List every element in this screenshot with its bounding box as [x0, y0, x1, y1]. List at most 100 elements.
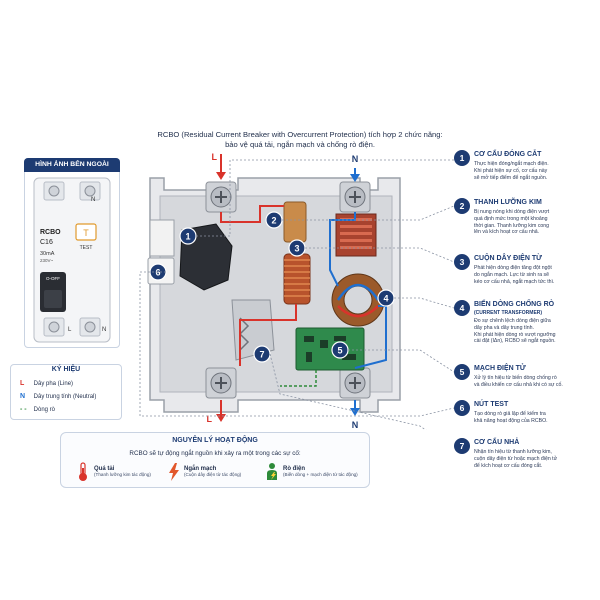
- component-item-5: 5 MẠCH ĐIỆN TỬ Xử lý tín hiệu từ biến dò…: [454, 364, 594, 394]
- component-1-desc: Thực hiện đóng/ngắt mạch điện. Khi phát …: [474, 161, 549, 181]
- current-transformer-core: [343, 285, 373, 315]
- component-1-number: 1: [454, 150, 470, 166]
- component-7-desc: Nhận tín hiệu từ thanh lưỡng kim, cuộn d…: [474, 449, 558, 469]
- side-lever-housing: [149, 219, 175, 257]
- internal-diagram: L N L N: [139, 152, 454, 430]
- principle-item-leakage: Rò điện (Biến dòng + mạch điện tử tác độ…: [283, 466, 358, 477]
- component-3-number: 3: [454, 254, 470, 270]
- external-n-top-label: N: [91, 197, 95, 203]
- component-6-title: NÚT TEST: [474, 401, 509, 408]
- intro-line-1: RCBO (Residual Current Breaker with Over…: [157, 130, 443, 139]
- callout-3: 3: [288, 239, 306, 257]
- bimetal-strip: [283, 201, 307, 243]
- component-2-title: THANH LƯỠNG KIM: [474, 199, 542, 206]
- callout-6-label: 6: [155, 268, 160, 278]
- legend-panel: [10, 364, 122, 420]
- legend-text-neutral: Dây trung tính (Neutral): [33, 394, 97, 400]
- callout-2-label: 2: [271, 216, 276, 226]
- external-test-symbol: T: [83, 228, 89, 238]
- external-l-bottom-label: L: [68, 327, 72, 333]
- principle-leak-name: Rò điện: [283, 466, 305, 472]
- line-wire-ct: [337, 305, 379, 318]
- external-rating: C16: [40, 239, 53, 246]
- component-4-subtitle: (CURRENT TRANSFORMER): [474, 310, 543, 316]
- external-voltage: 230V~: [40, 258, 54, 263]
- diagram-n-top: N: [352, 154, 359, 164]
- callout-5: 5: [331, 341, 349, 359]
- screw-bottom-l: [48, 321, 60, 333]
- external-n-bottom-label: N: [102, 327, 106, 333]
- callout-1-label: 1: [185, 232, 190, 242]
- callout-2: 2: [265, 211, 283, 229]
- legend-item-line: L Dây pha (Line): [20, 380, 73, 387]
- principle-overload-sub: (Thanh lưỡng kim tác động): [94, 472, 151, 477]
- component-3-title: CUỘN DÂY ĐIỆN TỪ: [474, 255, 542, 262]
- component-item-7: 7 CƠ CẤU NHẢ Nhận tín hiệu từ thanh lưỡn…: [454, 438, 594, 478]
- component-item-6: 6 NÚT TEST Tạo dòng rò giả lập để kiểm t…: [454, 400, 594, 430]
- legend-item-neutral: N Dây trung tính (Neutral): [20, 393, 96, 400]
- legend-text-leak: Dòng rò: [33, 407, 56, 413]
- line-wire-bottom: [239, 304, 297, 366]
- intro-text: RCBO (Residual Current Breaker with Over…: [120, 130, 480, 150]
- component-item-1: 1 CƠ CẤU ĐÓNG CẮT Thực hiện đóng/ngắt mạ…: [454, 150, 594, 190]
- callout-7-label: 7: [259, 350, 264, 360]
- callout-7: 7: [253, 345, 271, 363]
- external-off-label: O-OFF: [46, 276, 60, 281]
- person-shock-icon: [267, 463, 277, 480]
- component-3-desc: Phát hiện dòng điện tăng đột ngột do ngắ…: [474, 265, 555, 285]
- callout-4-label: 4: [383, 294, 388, 304]
- intro-line-2: bảo vệ quá tải, ngắn mạch và chống rò đi…: [225, 140, 375, 149]
- component-5-title: MẠCH ĐIỆN TỬ: [474, 365, 526, 372]
- component-7-number: 7: [454, 438, 470, 454]
- component-2-desc: Bị nung nóng khi dòng điện vượt quá định…: [474, 209, 550, 236]
- component-item-4: 4 BIẾN DÒNG CHỐNG RÒ (CURRENT TRANSFORME…: [454, 300, 594, 356]
- component-6-desc: Tạo dòng rò giả lập để kiểm tra khả năng…: [474, 411, 548, 424]
- principle-desc: RCBO sẽ tự động ngắt nguồn khi xảy ra mộ…: [129, 450, 301, 457]
- line-wire-top: [220, 205, 284, 223]
- legend-symbol-line: L: [20, 380, 25, 387]
- neutral-wire-bottom: [354, 305, 387, 369]
- legend-symbol-leak: - -: [20, 406, 27, 413]
- electronic-circuit-board: [295, 327, 365, 371]
- release-mechanism: [231, 299, 275, 361]
- principle-item-short-circuit: Ngắn mạch (Cuộn dây điện từ tác động): [184, 466, 241, 477]
- component-2-number: 2: [454, 198, 470, 214]
- callout-3-label: 3: [294, 244, 299, 254]
- leak-signal-wire: [280, 370, 317, 387]
- legend-item-leak: - - Dòng rò: [20, 406, 55, 413]
- thermometer-icon: [79, 462, 87, 481]
- callout-5-label: 5: [337, 346, 342, 356]
- component-5-desc: Xử lý tín hiệu từ biến dòng chống rò và …: [474, 375, 563, 388]
- component-7-title: CƠ CẤU NHẢ: [474, 439, 520, 446]
- neutral-wire-ct: [336, 283, 380, 301]
- callout-1: 1: [179, 227, 197, 245]
- principle-title: NGUYÊN LÝ HOẠT ĐỘNG: [172, 437, 258, 444]
- principle-short-name: Ngắn mạch: [184, 466, 217, 472]
- component-4-desc: Đo sự chênh lệch dòng điện giữa dây pha …: [474, 318, 556, 345]
- external-view-title: HÌNH ẢNH BÊN NGOÀI: [24, 158, 120, 172]
- legend-symbol-neutral: N: [20, 393, 26, 400]
- component-4-number: 4: [454, 300, 470, 316]
- component-item-2: 2 THANH LƯỠNG KIM Bị nung nóng khi dòng …: [454, 198, 594, 246]
- external-sensitivity: 30mA: [40, 251, 55, 257]
- external-test-label: TEST: [80, 245, 93, 251]
- principle-short-sub: (Cuộn dây điện từ tác động): [184, 472, 242, 477]
- external-toggle-knob: [44, 290, 62, 308]
- principle-item-overload: Quá tải (Thanh lưỡng kim tác động): [94, 466, 151, 477]
- principle-leak-sub: (Biến dòng + mạch điện tử tác động): [283, 472, 358, 477]
- legend-text-line: Dây pha (Line): [33, 381, 74, 387]
- external-model: RCBO: [40, 229, 61, 236]
- principle-overload-name: Quá tải: [94, 466, 115, 472]
- diagram-l-top: L: [212, 152, 218, 162]
- external-test-button[interactable]: [75, 223, 97, 241]
- diagram-l-bottom: L: [207, 414, 213, 424]
- lightning-icon: [169, 463, 179, 481]
- legend-title: KÝ HIỆU: [51, 366, 81, 373]
- screw-top-n: [84, 185, 96, 197]
- callout-4: 4: [377, 289, 395, 307]
- component-1-title: CƠ CẤU ĐÓNG CẮT: [474, 151, 542, 158]
- external-breaker-illustration: N RCBO C16 30mA 230V~ T TEST O-OFF L N: [33, 177, 111, 343]
- component-6-number: 6: [454, 400, 470, 416]
- diagram-n-bottom: N: [352, 420, 359, 430]
- principle-panel: [60, 432, 370, 488]
